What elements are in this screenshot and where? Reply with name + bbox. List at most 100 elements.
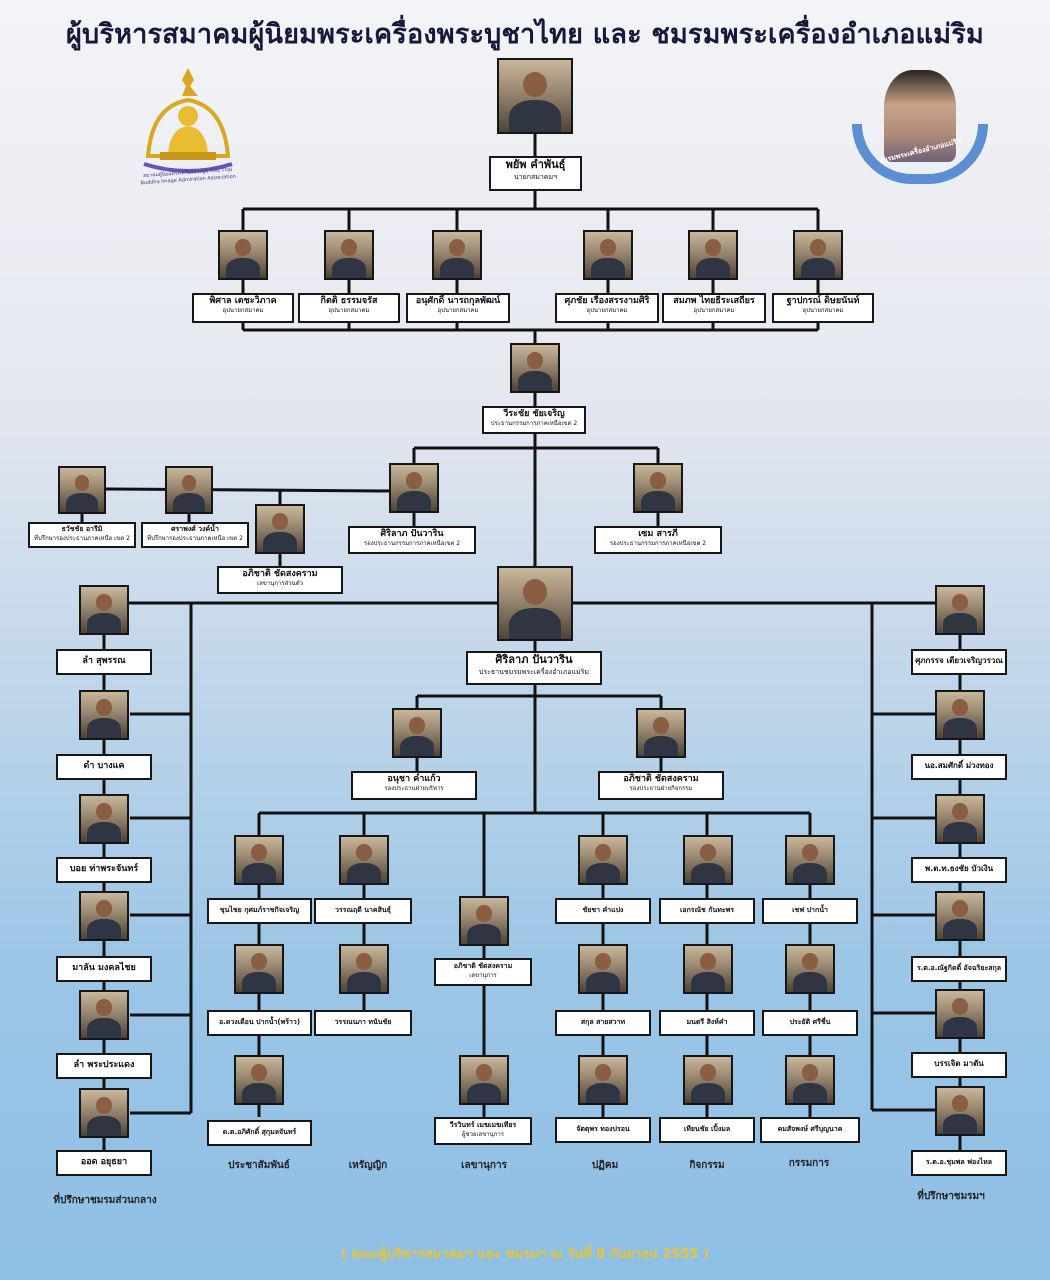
club-logo-arc: ชมรมพระเครื่องอำเภอแม่ริม [852,124,988,184]
vp-photo [688,230,738,280]
right-advisors-label: ที่ปรึกษาชมรมฯ [896,1189,1006,1204]
member-name-box: สกุล สายสวาท [555,1010,651,1036]
right-advisor-name: พ.ต.ท.ธงชัย บัวเงิน [913,859,1005,879]
vp-photo [793,230,843,280]
regional-secretary-name: อภิชาติ ชัดสงคราม [219,568,341,580]
left-advisor-name: มาลัน มงคลไชย [58,958,150,978]
club-vice-name-box: อนุชา คำแก้วรองประธานฝ่ายบริหาร [351,771,477,800]
member-name: ชุนไชย กุศมภ์ราชกิจเจริญ [209,900,310,920]
regional-vice-photo [633,463,683,513]
president-name-box: พยัพ คำพันธุ์ นายกสมาคมฯ [489,156,582,191]
regional-advisor-name-box: ธวัชชัย อารีมิที่ปรึกษารองประธานภาคเหนือ… [28,522,136,548]
vp-name: ฐาปกรณ์ ดิษยนันท์ [774,295,872,307]
member-name-box: ด.ต.อภิศักดิ์ สุกุมลจันทร์ [207,1120,312,1146]
president-name: พยัพ คำพันธุ์ [491,158,580,172]
regional-secretary-role: เลขานุการส่วนตัว [219,580,341,588]
right-advisor-photo [935,690,985,740]
regional-chair-photo [510,343,560,393]
member-photo [785,1055,835,1105]
member-name-box: เชฟ ปากน้ำ [762,898,858,924]
club-vice-role: รองประธานฝ่ายกิจกรรม [600,785,722,793]
member-photo [683,835,733,885]
member-name-box: วีรวินทร์ เมฆเมฆเทียรผู้ช่วยเลขานุการ [434,1117,532,1145]
president-photo [497,58,573,134]
member-name: วีรวินทร์ เมฆเมฆเทียร [436,1119,530,1131]
member-photo [785,944,835,994]
regional-secretary-photo [255,504,305,554]
vp-name-box: ศุภชัย เรืองสรรงามศิริอุปนายกสมาคม [555,293,659,323]
vp-name-box: สมภพ ไทยธีระเสถียรอุปนายกสมาคม [662,293,766,323]
member-name: จัตตุพร ทองปรอน [557,1119,649,1139]
association-logo: สมาคมผู้นิยมพระเครื่องพระบูชาไทย Thai Bu… [138,66,238,191]
footer-date-note: ( คณะผู้บริหารสมาคมฯ และ ชมรมฯ ณ วันที่ … [0,1243,1050,1264]
department-label: ประชาสัมพันธ์ [204,1158,314,1173]
right-advisor-photo [935,585,985,635]
right-advisor-name: ร.ต.อ.ณัฐกิตติ์ อัจฉริยะสกุล [913,958,1005,978]
member-photo [234,835,284,885]
member-photo [578,1055,628,1105]
regional-chair-role: ประธานกรรมการภาคเหนือเขต 2 [484,420,584,428]
department-label: ปฏิคม [550,1158,660,1173]
club-chair-name-box: ศิริลาภ ปันวารินประธานชมรมพระเครื่องอำเภ… [466,651,602,685]
right-advisor-name-box: นอ.สมศักดิ์ ม่วงทอง [911,754,1007,780]
member-name: เชฟ ปากน้ำ [764,900,856,920]
right-advisor-name: นอ.สมศักดิ์ ม่วงทอง [913,756,1005,776]
member-photo [578,944,628,994]
right-advisor-name-box: พ.ต.ท.ธงชัย บัวเงิน [911,857,1007,883]
member-photo [234,944,284,994]
right-advisor-name-box: บรรเจิด มาตัน [911,1052,1007,1078]
vp-name: พิศาล เตชะวิภาค [194,295,292,307]
vp-name-box: พิศาล เตชะวิภาคอุปนายกสมาคม [192,293,294,323]
club-chair-role: ประธานชมรมพระเครื่องอำเภอแม่ริม [468,667,600,677]
regional-chair-name: วีระชัย ชัยเจริญ [484,408,584,420]
left-advisor-name-box: ดำ บางแค [56,754,152,780]
president-role: นายกสมาคมฯ [491,172,580,182]
vp-name: กิตติ ธรรมจรัส [300,295,398,307]
regional-advisor-role: ที่ปรึกษารองประธานภาคเหนือ เขต 2 [30,535,134,543]
regional-vice-name-box: ศิริลาภ ปันวารินรองประธานกรรมการภาคเหนือ… [348,526,476,554]
left-advisor-name: บอย ท่าพระจันทร์ [58,859,150,879]
club-vice-photo [392,708,442,758]
member-role: เลขานุการ [436,972,530,980]
club-vice-name-box: อภิชาติ ชัดสงครามรองประธานฝ่ายกิจกรรม [598,771,724,800]
member-name-box: มนตรี สิงห์คำ [659,1010,755,1036]
member-name-box: คมสัจพงษ์ ศรีบุญนาค [760,1117,860,1143]
member-name-box: วรรณนภา ทนันชัย [314,1010,412,1036]
right-advisor-photo [935,989,985,1039]
left-advisors-label: ที่ปรึกษาชมรมส่วนกลาง [50,1193,160,1208]
member-name: คมสัจพงษ์ ศรีบุญนาค [762,1119,858,1139]
member-photo [578,835,628,885]
left-advisor-photo [79,1088,129,1138]
vp-role: อุปนายกสมาคม [664,307,764,315]
member-photo [683,1055,733,1105]
left-advisor-name: ลำ สุพรรณ [58,651,150,671]
club-vice-role: รองประธานฝ่ายบริหาร [353,785,475,793]
vp-photo [324,230,374,280]
right-advisor-name-box: ร.ต.อ.ชุมพล ฟองไหล [911,1150,1007,1176]
right-advisor-name: บรรเจิด มาตัน [913,1054,1005,1074]
right-advisor-photo [935,891,985,941]
member-name-box: ชุนไชย กุศมภ์ราชกิจเจริญ [207,898,312,924]
department-label: เลขานุการ [429,1158,539,1173]
member-photo [339,944,389,994]
left-advisor-photo [79,585,129,635]
member-name-box: เทียนชัย เปิ้งมล [659,1117,755,1143]
member-name-box: เอกรณัช กันทะพร [659,898,755,924]
regional-vice-name: เซม สารภี [596,528,720,540]
regional-vice-role: รองประธานกรรมการภาคเหนือเขต 2 [350,540,474,548]
left-advisor-name-box: ลำ พระประแดง [56,1053,152,1079]
member-name: วรรณฤดี นาคสินธุ์ [316,900,410,920]
vp-role: อุปนายกสมาคม [774,307,872,315]
left-advisor-name-box: บอย ท่าพระจันทร์ [56,857,152,883]
right-advisor-name-box: ศุภกรรจ เตียวเจริญวรวณ [911,649,1007,675]
member-name: วรรณนภา ทนันชัย [316,1012,410,1032]
member-name: อ.ดวงเดือน ปากน้ำ(พร้าว) [209,1012,310,1032]
regional-vice-photo [389,463,439,513]
member-photo [459,1055,509,1105]
club-vice-name: อนุชา คำแก้ว [353,773,475,785]
club-vice-name: อภิชาติ ชัดสงคราม [600,773,722,785]
member-photo [459,896,509,946]
right-advisor-name: ศุภกรรจ เตียวเจริญวรวณ [913,651,1005,671]
member-name-box: จัตตุพร ทองปรอน [555,1117,651,1143]
member-name: ชัยชา คำแปง [557,900,649,920]
